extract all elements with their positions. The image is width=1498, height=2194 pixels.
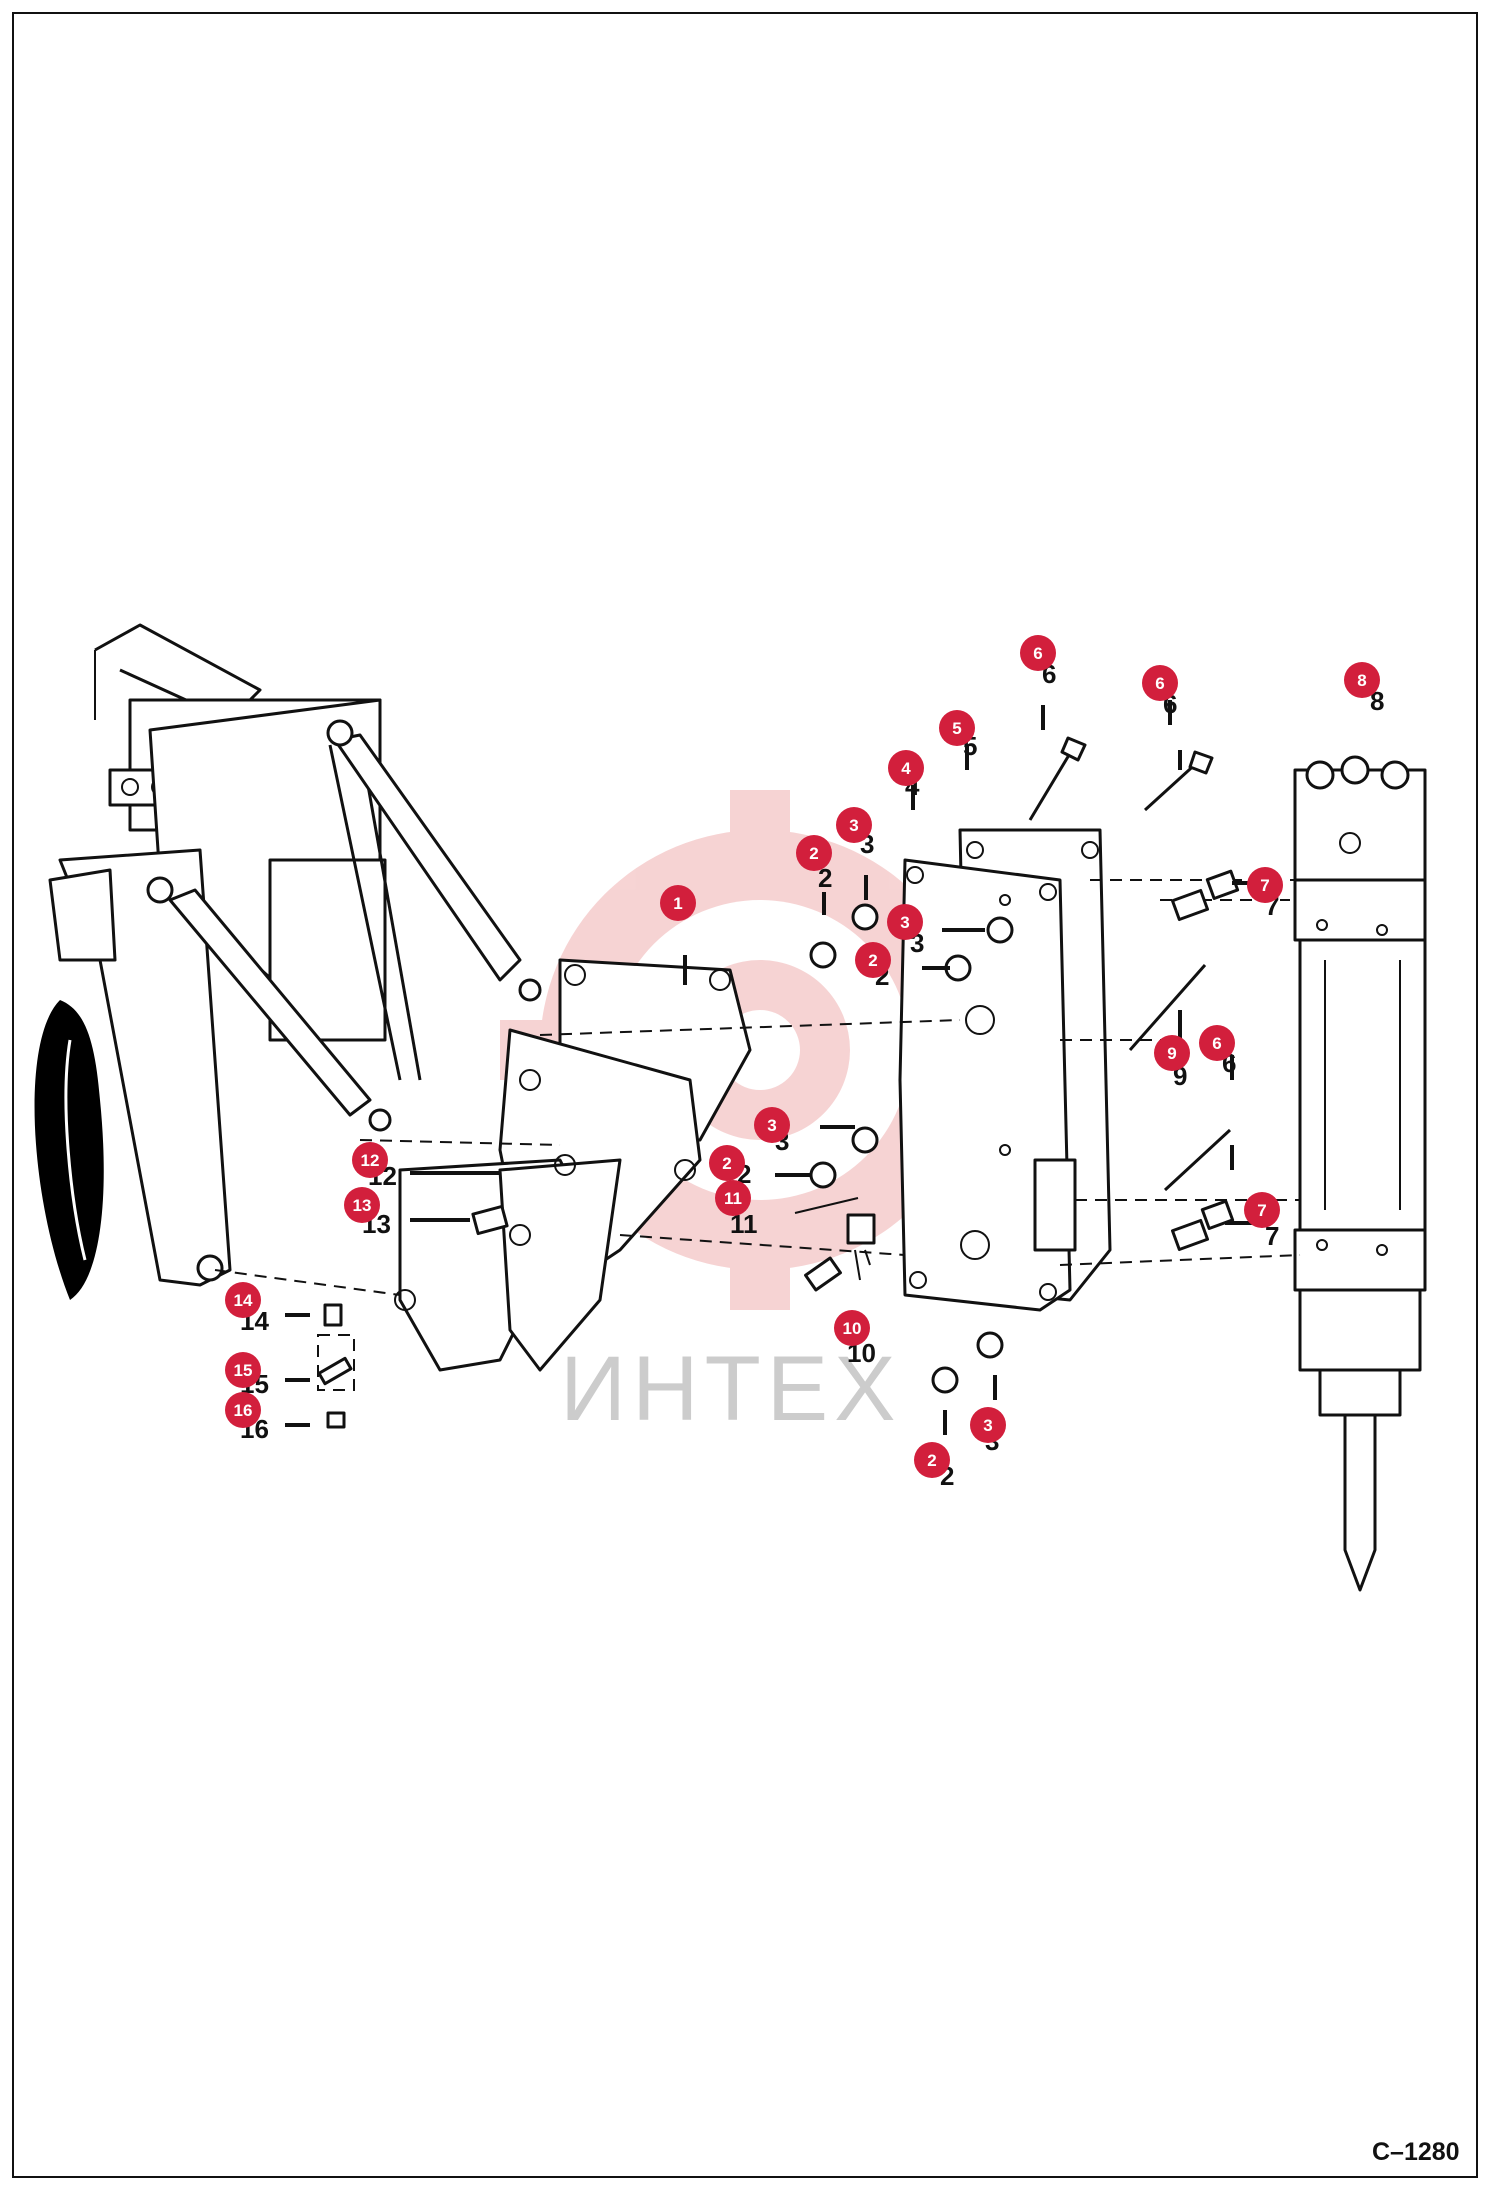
- callout-badge-6a[interactable]: 6: [1020, 635, 1056, 671]
- callout-badge-12[interactable]: 12: [352, 1142, 388, 1178]
- leader-lines: [285, 700, 1270, 1435]
- svg-text:16: 16: [234, 1401, 253, 1420]
- callout-badge-13[interactable]: 13: [344, 1187, 380, 1223]
- svg-text:2: 2: [809, 844, 818, 863]
- svg-text:6: 6: [1212, 1034, 1221, 1053]
- svg-text:2: 2: [722, 1154, 731, 1173]
- svg-text:10: 10: [843, 1319, 862, 1338]
- svg-text:8: 8: [1357, 671, 1366, 690]
- svg-text:3: 3: [767, 1116, 776, 1135]
- svg-text:5: 5: [952, 719, 961, 738]
- callout-badge-6b[interactable]: 6: [1142, 665, 1178, 701]
- loader-arm: [34, 623, 542, 1300]
- callout-badge-9[interactable]: 9: [1154, 1035, 1190, 1071]
- callout-badge-7a[interactable]: 7: [1247, 867, 1283, 903]
- callout-badges: 1 2 3 3 2 4 5 6 6 8 7 9 6 7 3 2 11 10 3 …: [225, 635, 1380, 1478]
- svg-text:3: 3: [983, 1416, 992, 1435]
- svg-text:14: 14: [234, 1291, 253, 1310]
- svg-text:6: 6: [1033, 644, 1042, 663]
- svg-text:6: 6: [1155, 674, 1164, 693]
- callout-badge-14[interactable]: 14: [225, 1282, 261, 1318]
- label-2-upper: 2: [818, 863, 832, 893]
- callout-badge-7b[interactable]: 7: [1244, 1192, 1280, 1228]
- svg-text:7: 7: [1260, 876, 1269, 895]
- svg-text:2: 2: [927, 1451, 936, 1470]
- label-7-lower: 7: [1265, 1221, 1279, 1251]
- callout-badge-10[interactable]: 10: [834, 1310, 870, 1346]
- callout-badge-5[interactable]: 5: [939, 710, 975, 746]
- callout-badge-16[interactable]: 16: [225, 1392, 261, 1428]
- callout-badge-2c[interactable]: 2: [709, 1145, 745, 1181]
- svg-text:4: 4: [901, 759, 911, 778]
- svg-text:13: 13: [353, 1196, 372, 1215]
- callout-badge-4[interactable]: 4: [888, 750, 924, 786]
- svg-text:3: 3: [900, 913, 909, 932]
- callout-badge-2d[interactable]: 2: [914, 1442, 950, 1478]
- callout-badge-1[interactable]: 1: [660, 885, 696, 921]
- svg-text:1: 1: [673, 894, 682, 913]
- svg-text:9: 9: [1167, 1044, 1176, 1063]
- figure-code: C–1280: [1372, 2138, 1460, 2166]
- svg-text:2: 2: [868, 951, 877, 970]
- adapter-plate: [898, 828, 1112, 1312]
- watermark-text: ИНТЕХ: [560, 1338, 902, 1440]
- svg-text:7: 7: [1257, 1201, 1266, 1220]
- callout-badge-8[interactable]: 8: [1344, 662, 1380, 698]
- svg-text:15: 15: [234, 1361, 253, 1380]
- hydraulic-breaker: [1293, 755, 1427, 1592]
- callout-badge-15[interactable]: 15: [225, 1352, 261, 1388]
- svg-text:11: 11: [724, 1189, 742, 1208]
- callout-badge-3b[interactable]: 3: [887, 904, 923, 940]
- svg-text:12: 12: [361, 1151, 380, 1170]
- callout-badge-11[interactable]: 11: [715, 1180, 751, 1216]
- callout-badge-6c[interactable]: 6: [1199, 1025, 1235, 1061]
- callout-badge-2a[interactable]: 2: [796, 835, 832, 871]
- callout-badge-2b[interactable]: 2: [855, 942, 891, 978]
- callout-badge-3d[interactable]: 3: [970, 1407, 1006, 1443]
- fasteners: [317, 736, 1240, 1429]
- callout-badge-3c[interactable]: 3: [754, 1107, 790, 1143]
- mounting-bracket: [394, 958, 752, 1372]
- callout-badge-3a[interactable]: 3: [836, 807, 872, 843]
- svg-text:3: 3: [849, 816, 858, 835]
